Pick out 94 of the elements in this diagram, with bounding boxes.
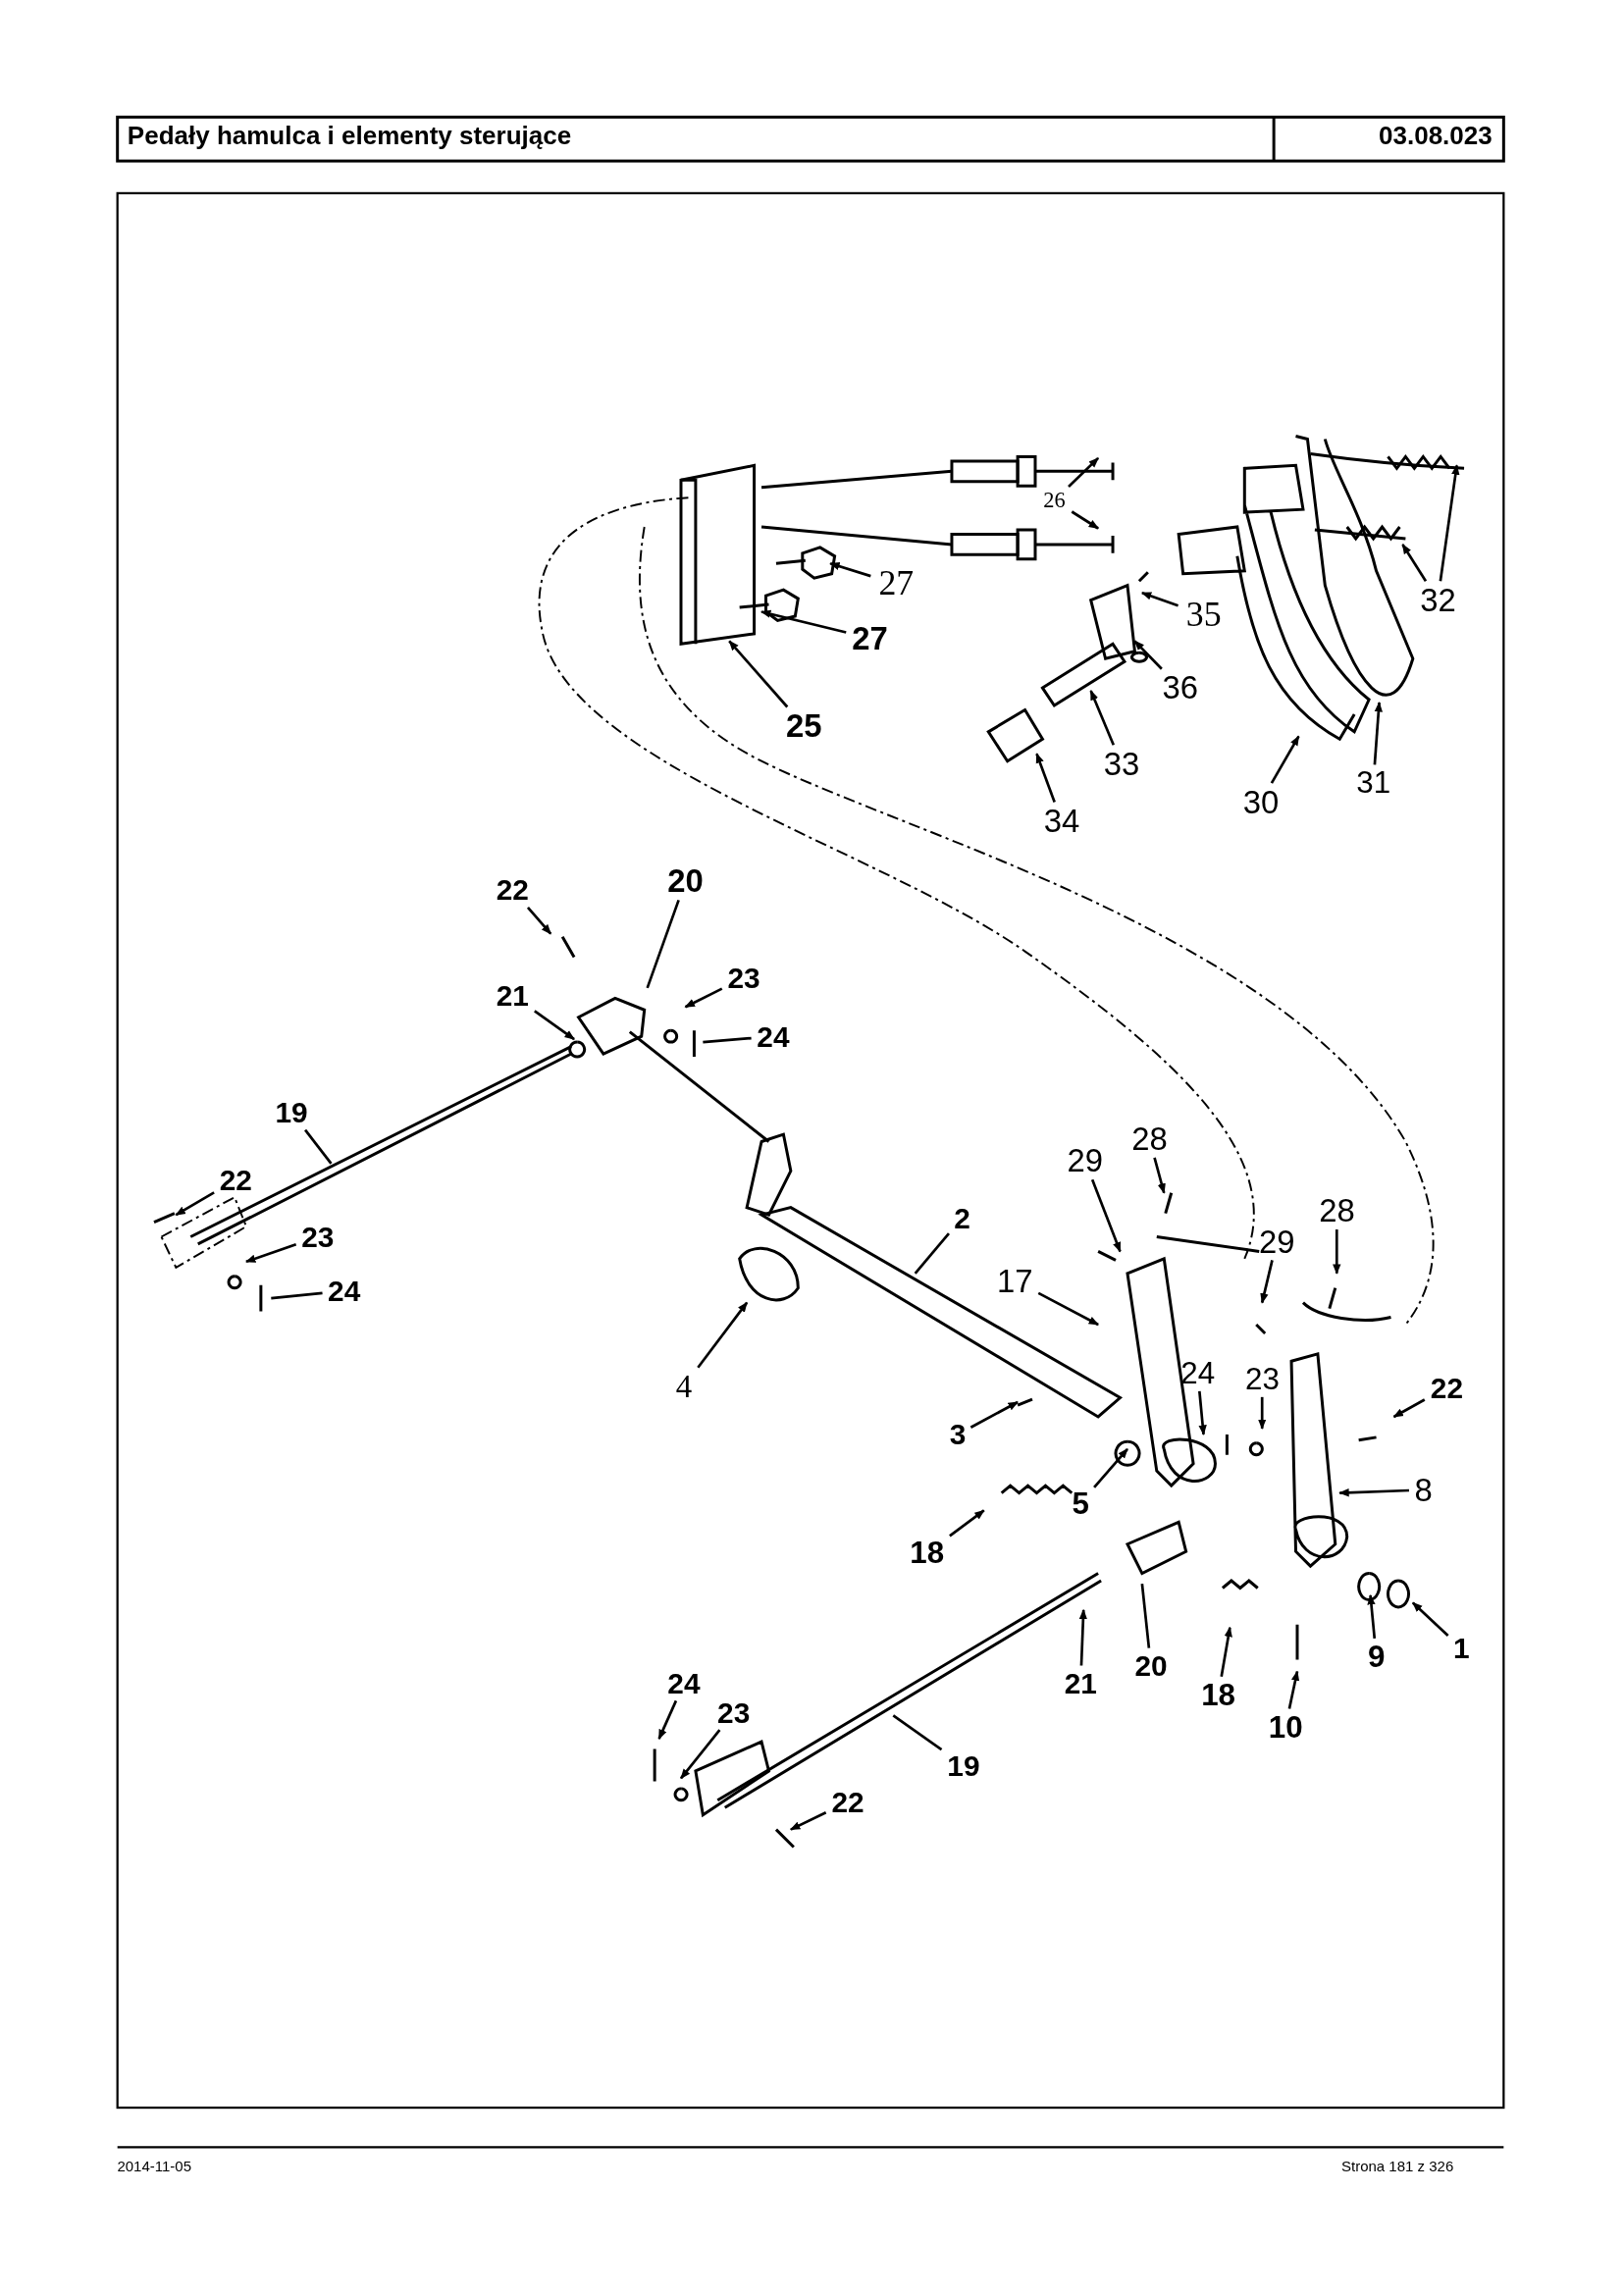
leader-line — [1270, 735, 1300, 784]
callout-number: 22 — [831, 1788, 864, 1817]
leader-line — [1153, 1157, 1166, 1194]
callout-number: 33 — [1103, 748, 1140, 781]
leader-line — [1220, 1626, 1232, 1677]
leader-line — [697, 1301, 749, 1369]
leader-line — [1373, 702, 1383, 765]
title: Pedały hamulca i elementy sterujące — [127, 123, 572, 149]
callout-number: 19 — [275, 1098, 308, 1128]
leader-line — [1439, 464, 1460, 582]
callout-number: 21 — [496, 980, 529, 1011]
callout-number: 20 — [1134, 1651, 1168, 1682]
leader-line — [949, 1509, 985, 1538]
callout-number: 23 — [1244, 1364, 1280, 1395]
leader-line — [684, 987, 723, 1009]
callout-number: 34 — [1043, 805, 1080, 838]
leader-line — [1367, 1593, 1377, 1640]
leader-line — [1333, 1229, 1341, 1275]
callout-number: 22 — [219, 1165, 252, 1195]
callout-number: 9 — [1368, 1642, 1386, 1673]
leader-line — [914, 1232, 950, 1275]
leader-line — [1133, 640, 1163, 670]
leader-line — [829, 562, 871, 578]
leader-line — [1401, 544, 1428, 582]
leader-line — [1078, 1608, 1087, 1666]
leader-line — [1258, 1396, 1267, 1430]
callout-number: 21 — [1064, 1669, 1097, 1699]
leader-line — [526, 906, 552, 935]
callout-number: 28 — [1319, 1194, 1355, 1227]
callout-number: 23 — [727, 963, 760, 993]
leader-line — [657, 1699, 678, 1741]
leader-line — [1198, 1390, 1207, 1435]
callout-number: 1 — [1453, 1634, 1470, 1664]
leader-line — [534, 1010, 575, 1041]
callout-number: 2 — [954, 1203, 970, 1233]
callout-number: 10 — [1268, 1712, 1303, 1744]
leader-line — [703, 1036, 752, 1044]
callout-number: 30 — [1242, 786, 1280, 819]
callout-number: 19 — [947, 1750, 980, 1781]
leader-line — [1093, 1447, 1128, 1488]
callout-number: 25 — [786, 709, 822, 743]
callout-number: 26 — [1043, 490, 1066, 512]
leader-line — [175, 1191, 215, 1217]
callout-number: 4 — [675, 1370, 693, 1403]
callout-number: 3 — [949, 1420, 967, 1450]
leader-line — [1140, 1583, 1151, 1648]
callout-number: 23 — [717, 1698, 751, 1728]
callout-number: 27 — [852, 622, 888, 655]
callout-number: 24 — [667, 1669, 701, 1699]
callout-number: 8 — [1414, 1474, 1433, 1507]
document-number: 03.08.023 — [1379, 123, 1493, 149]
callout-number: 24 — [1180, 1358, 1216, 1389]
leader-line — [1071, 510, 1099, 530]
callout-number: 18 — [1201, 1680, 1236, 1711]
leader-line — [304, 1128, 333, 1165]
leader-line — [789, 1810, 827, 1831]
leader-line — [1338, 1488, 1409, 1497]
leader-line — [1090, 1178, 1122, 1253]
leader-line — [1037, 1291, 1100, 1327]
callout-number: 31 — [1356, 767, 1391, 800]
callout-number: 18 — [910, 1538, 945, 1570]
callout-number: 32 — [1420, 584, 1456, 617]
leader-line — [244, 1242, 297, 1264]
leader-line — [1287, 1670, 1300, 1709]
leader-line — [1392, 1398, 1426, 1419]
leader-line — [1089, 690, 1116, 746]
leader-line — [728, 640, 789, 708]
page-number: Strona 181 z 326 — [1340, 2158, 1454, 2173]
leader-line — [1140, 591, 1179, 607]
leader-line — [271, 1291, 323, 1300]
callout-number: 29 — [1259, 1226, 1295, 1258]
callout-number: 35 — [1185, 597, 1222, 633]
footer-date: 2014-11-05 — [117, 2158, 191, 2173]
callout-number: 22 — [1430, 1373, 1463, 1403]
callout-number: 22 — [496, 875, 529, 906]
callout-number: 23 — [301, 1223, 335, 1252]
callout-number: 27 — [878, 566, 915, 602]
leader-line — [969, 1400, 1019, 1429]
callout-number: 29 — [1067, 1145, 1104, 1177]
leader-line — [892, 1714, 943, 1751]
callout-number: 28 — [1131, 1122, 1168, 1156]
callout-number: 24 — [757, 1021, 790, 1052]
leader-line — [1260, 1260, 1274, 1304]
callout-number: 36 — [1162, 672, 1199, 704]
leader-line — [760, 609, 847, 634]
callout-number: 24 — [328, 1277, 361, 1307]
callout-number: 20 — [667, 864, 704, 898]
leader-line — [1411, 1601, 1449, 1637]
leader-line — [1035, 753, 1056, 803]
callout-number: 5 — [1072, 1487, 1090, 1520]
leader-line — [679, 1729, 721, 1780]
leader-line — [1068, 456, 1100, 488]
leader-line — [646, 899, 680, 989]
callout-number: 17 — [996, 1265, 1033, 1298]
